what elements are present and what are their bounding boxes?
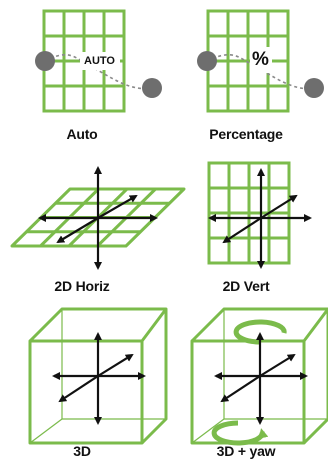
percentage-grid-icon (197, 9, 324, 113)
auto-grid-icon (35, 9, 162, 113)
mode-3d-yaw-label: 3D + yaw (216, 443, 276, 459)
mode-auto-label: Auto (66, 126, 98, 142)
mode-3d-option[interactable]: 3D (0, 305, 168, 461)
horizontal-plane-axes-icon (10, 166, 186, 270)
mode-2d-horiz-option[interactable]: 2D Horiz (0, 150, 186, 298)
cube-yaw-rotation-icon (190, 307, 328, 446)
vertical-plane-axes-icon (207, 161, 312, 269)
mode-2d-vert-option[interactable]: 2D Vert (164, 150, 328, 298)
mode-percentage-option[interactable]: % Percentage (164, 0, 328, 145)
mode-auto-option[interactable]: AUTO Auto (0, 0, 164, 145)
mode-2d-vert-label: 2D Vert (222, 278, 270, 294)
mode-2d-horiz-label: 2D Horiz (54, 278, 110, 294)
mode-percentage-label: Percentage (209, 126, 283, 142)
percentage-badge-text: % (252, 49, 269, 70)
auto-badge-text: AUTO (84, 55, 115, 67)
mode-3d-yaw-option[interactable]: 3D + yaw (164, 305, 328, 461)
mode-3d-label: 3D (73, 443, 91, 459)
cube-axes-icon (28, 307, 168, 445)
